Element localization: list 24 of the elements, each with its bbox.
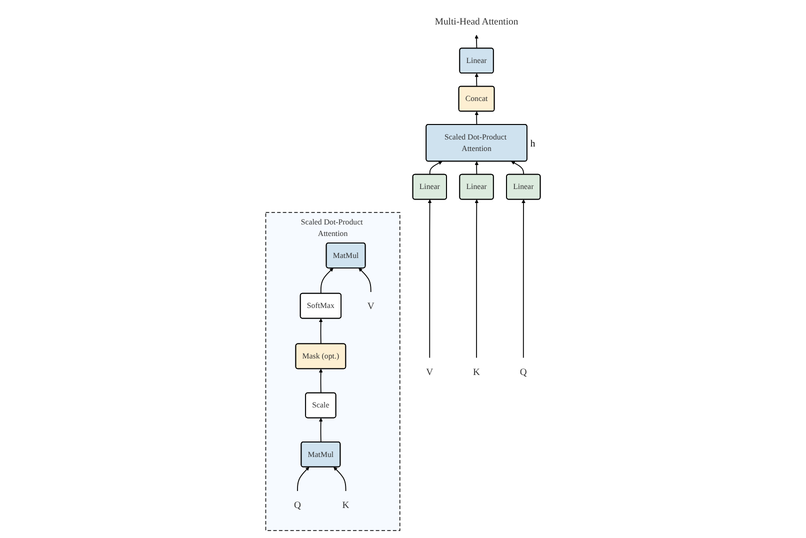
node-text: V	[426, 366, 434, 378]
arrow	[474, 34, 478, 49]
arrow	[474, 73, 479, 87]
arrow	[429, 161, 442, 175]
node-text: V	[367, 300, 374, 312]
arrow	[474, 161, 479, 175]
arrow	[511, 161, 524, 175]
node-text: Multi-Head Attention	[434, 16, 518, 27]
arrow	[318, 368, 323, 394]
node-text: K	[342, 499, 350, 510]
arrow	[474, 199, 479, 358]
arrow	[334, 466, 346, 492]
arrow	[297, 466, 310, 492]
arrow	[318, 318, 323, 344]
arrow	[320, 268, 334, 294]
stack-count-label: h	[530, 138, 536, 150]
arrow	[318, 418, 323, 443]
node-text: K	[473, 366, 480, 378]
arrow	[522, 199, 526, 358]
arrow	[428, 199, 432, 358]
arrow	[358, 268, 372, 292]
node-text: Q	[294, 499, 301, 510]
arrow	[474, 111, 479, 126]
node-text: Q	[520, 366, 527, 378]
